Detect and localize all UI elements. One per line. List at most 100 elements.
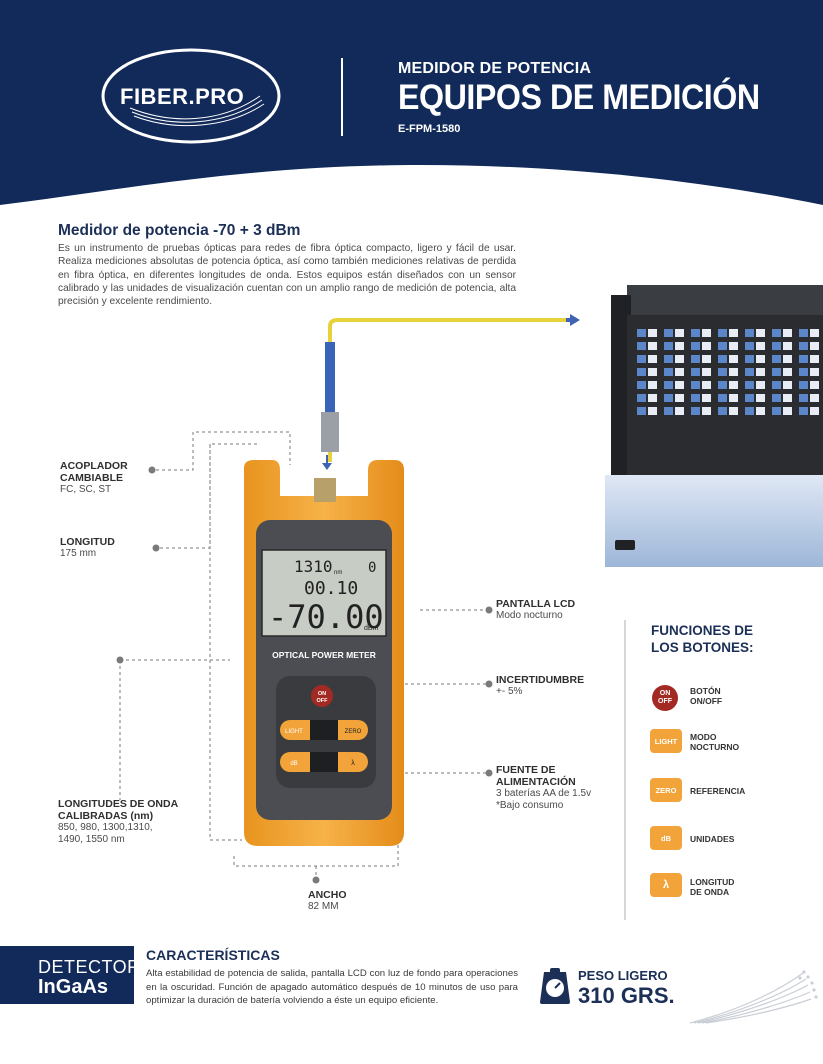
panel-port [745,342,754,350]
panel-port [637,407,646,415]
panel-port-cap [756,329,765,337]
fiber-cable [321,314,580,462]
legend-db-label: UNIDADES [690,834,735,844]
peso-label: PESO LIGERO [578,968,668,983]
panel-port-cap [648,368,657,376]
panel-port [718,368,727,376]
panel-port [745,394,754,402]
panel-port-cap [702,355,711,363]
device-brand-text: OPTICAL POWER METER [272,650,376,660]
panel-port [664,329,673,337]
panel-port [691,381,700,389]
svg-text:OFF: OFF [317,698,329,704]
detector-label: DETECTOR [38,957,141,977]
panel-port [691,407,700,415]
panel-port [637,381,646,389]
panel-port [691,394,700,402]
patch-panel-image [605,285,823,567]
panel-port [772,342,781,350]
panel-port-cap [729,394,738,402]
header-title: EQUIPOS DE MEDICIÓN [398,78,760,117]
funciones-divider [624,620,626,920]
panel-port-cap [675,381,684,389]
panel-port-cap [783,394,792,402]
panel-port [772,407,781,415]
panel-port [799,394,808,402]
panel-port-cap [702,381,711,389]
legend-light-key: LIGHT [650,729,682,753]
panel-port [745,407,754,415]
panel-port [664,355,673,363]
funciones-title: FUNCIONES DE LOS BOTONES: [651,623,754,655]
panel-port-cap [702,407,711,415]
panel-port-cap [675,394,684,402]
port-grid [637,329,819,415]
panel-port-cap [648,381,657,389]
panel-port-cap [648,407,657,415]
spec-fuente: FUENTE DE ALIMENTACIÓN 3 baterías AA de … [496,764,592,811]
panel-port-cap [729,368,738,376]
panel-port [745,381,754,389]
panel-port [799,355,808,363]
panel-port [637,368,646,376]
panel-port [799,329,808,337]
detector-box [0,946,134,1004]
panel-port [772,381,781,389]
panel-port [718,342,727,350]
panel-port [691,355,700,363]
panel-port-cap [756,368,765,376]
panel-port-cap [729,381,738,389]
panel-port [799,381,808,389]
lcd-reading-large: -70.00 [268,598,384,636]
panel-port-cap [756,407,765,415]
lcd-nm-unit: nm [334,570,342,576]
legend-onoff-label: BOTÓN ON/OFF [690,686,723,706]
panel-port-cap [783,368,792,376]
panel-port-cap [810,407,819,415]
panel-port-cap [756,381,765,389]
panel-port [664,381,673,389]
device-db-button: dB [290,761,297,767]
device-lambda-button: λ [351,760,355,767]
legend-light-label: MODO NOCTURNO [690,732,740,752]
panel-port [664,368,673,376]
spec-longitud: LONGITUD 175 mm [60,536,115,559]
panel-port-cap [648,329,657,337]
legend-onoff-key: ON OFF [652,685,678,711]
legend-lambda-key: λ [650,873,682,897]
caracteristicas-body: Alta estabilidad de potencia de salida, … [146,968,518,1006]
panel-port-cap [810,329,819,337]
connector-boot [325,342,335,412]
spec-longitudes-onda: LONGITUDES DE ONDA CALIBRADAS (nm) 850, … [58,798,179,845]
panel-port-cap [702,394,711,402]
panel-port [718,394,727,402]
panel-port-cap [756,355,765,363]
panel-port [718,329,727,337]
panel-port [718,381,727,389]
panel-port-cap [783,407,792,415]
panel-port [718,407,727,415]
panel-port-cap [675,329,684,337]
intro-title: Medidor de potencia -70 + 3 dBm [58,222,301,239]
scale-icon [540,968,570,1004]
panel-port [691,342,700,350]
device-light-button: LIGHT [285,729,303,735]
fiberpro-logo: FIBER.PRO [101,48,281,144]
arrow-right-icon [570,314,580,326]
panel-port [799,407,808,415]
panel-port [637,342,646,350]
panel-port [745,329,754,337]
panel-port [799,342,808,350]
panel-port [664,394,673,402]
spec-incertidumbre: INCERTIDUMBRE +- 5% [496,674,585,697]
device-zero-button: ZERO [345,729,362,735]
panel-port [772,355,781,363]
optical-power-meter: 1310 nm 0 00.10 -70.00 dBm OPTICAL POWER… [244,460,404,846]
panel-port [745,355,754,363]
legend-db-key: dB [650,826,682,850]
legend-zero-label: REFERENCIA [690,786,746,796]
panel-port-cap [783,381,792,389]
panel-port-cap [810,381,819,389]
spec-pantalla-lcd: PANTALLA LCD Modo nocturno [496,598,576,621]
panel-port-cap [756,342,765,350]
